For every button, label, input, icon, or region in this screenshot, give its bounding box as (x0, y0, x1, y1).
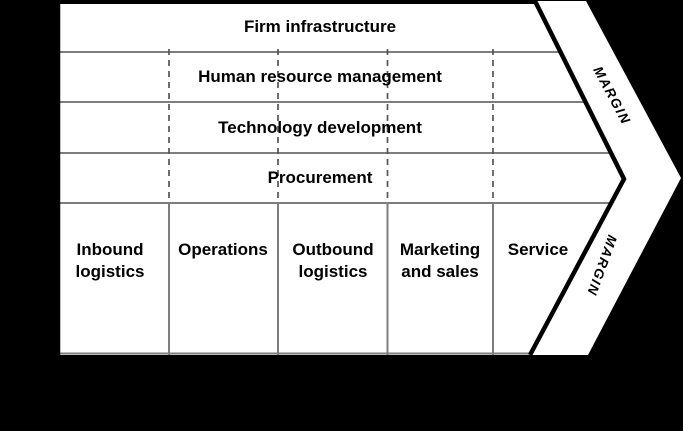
primary-activity-marketing-and-sales: Marketing and sales (399, 240, 481, 281)
support-activity-human-resource-management: Human resource management (198, 67, 442, 86)
arrow-body-shape (58, 1, 681, 355)
grid-lines (58, 49, 624, 355)
support-activity-technology-development: Technology development (218, 118, 422, 137)
solid-column-dividers (168, 203, 494, 355)
dashed-column-dividers (168, 49, 494, 207)
primary-activity-outbound-logistics: Outbound logistics (292, 240, 374, 281)
primary-activity-service: Service (507, 240, 569, 259)
support-activity-procurement: Procurement (267, 168, 373, 187)
primary-activity-operations: Operations (178, 240, 268, 259)
primary-activity-inbound-logistics: Inbound logistics (75, 240, 145, 281)
margin-chevron-line (528, 0, 627, 357)
support-activity-firm-infrastructure: Firm infrastructure (243, 17, 397, 36)
